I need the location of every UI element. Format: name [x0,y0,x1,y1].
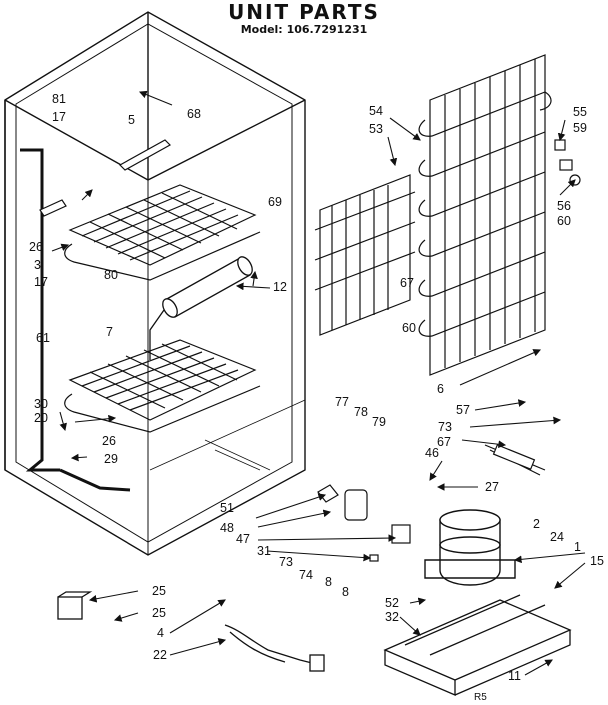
callout-46: 48 [220,521,234,535]
callout-79: 79 [372,415,386,429]
callout-6: 6 [437,382,444,396]
callout-24: 25 [152,584,166,598]
callout-26b: 26 [102,434,116,448]
callout-25: 25 [152,606,166,620]
callout-56: 60 [557,214,571,228]
callout-69: 69 [268,195,282,209]
callout-74: 74 [299,568,313,582]
front-condenser [314,174,416,336]
cabinet-shell [4,11,306,556]
callout-5: 5 [128,113,135,127]
callout-2: 2 [533,517,540,531]
callout-20: 20 [34,411,48,425]
callout-47: 51 [220,501,234,515]
model-number: 106.7291231 [286,23,368,36]
base-pan [383,594,572,696]
callout-27: 27 [485,480,499,494]
callout-54: 56 [557,199,571,213]
callout-17a: 17 [52,110,66,124]
callout-81: 81 [52,92,66,106]
callout-11: 11 [508,669,521,683]
callout-48: 52 [385,596,399,610]
callout-53: 55 [573,105,587,119]
callout-73a: 73 [438,420,452,434]
part-5-strip [39,139,171,217]
figure-code: R5 [474,692,487,703]
callout-7: 7 [106,325,113,339]
model-label: Model: [240,23,283,36]
callout-77: 77 [335,395,349,409]
callout-78: 78 [354,405,368,419]
callout-30: 30 [34,397,48,411]
callout-22: 24 [550,530,564,544]
callout-9: 8 [325,575,332,589]
drier-filter [149,256,253,360]
callout-80: 80 [104,268,118,282]
callout-61: 67 [400,276,414,290]
lower-shelf-coil [64,339,261,433]
callout-68: 68 [187,107,201,121]
callout-57: 57 [456,403,470,417]
back-condenser [418,54,552,376]
callout-1: 1 [574,540,581,554]
callout-31: 31 [257,544,271,558]
callout-29: 29 [104,452,118,466]
callout-45: 47 [236,532,250,546]
callout-43: 46 [425,446,439,460]
model-line: Model: 106.7291231 [0,23,608,36]
harness [57,591,325,672]
callout-59: 61 [36,331,50,345]
callout-55: 59 [573,121,587,135]
callout-3: 3 [34,258,41,272]
callout-12: 12 [273,280,287,294]
callout-67: 67 [437,435,451,449]
page-title: UNIT PARTS [228,0,380,24]
callout-32: 32 [385,610,399,624]
callout-labels: 81 17 5 68 69 26 3 80 17 12 7 61 30 20 2… [29,92,604,703]
callout-21: 22 [153,648,167,662]
callout-60: 60 [402,321,416,335]
callout-8: 8 [342,585,349,599]
callout-52: 54 [369,104,383,118]
callout-73b: 73 [279,555,293,569]
leader-lines [51,90,586,676]
fittings-53-56 [554,139,581,186]
callout-17b: 17 [34,275,48,289]
callout-15: 15 [590,554,604,568]
callout-51: 53 [369,122,383,136]
thermostat-tube [484,444,546,476]
relay-parts [317,484,411,562]
compressor [424,509,516,586]
callout-26a: 26 [29,240,43,254]
callout-4: 4 [157,626,164,640]
